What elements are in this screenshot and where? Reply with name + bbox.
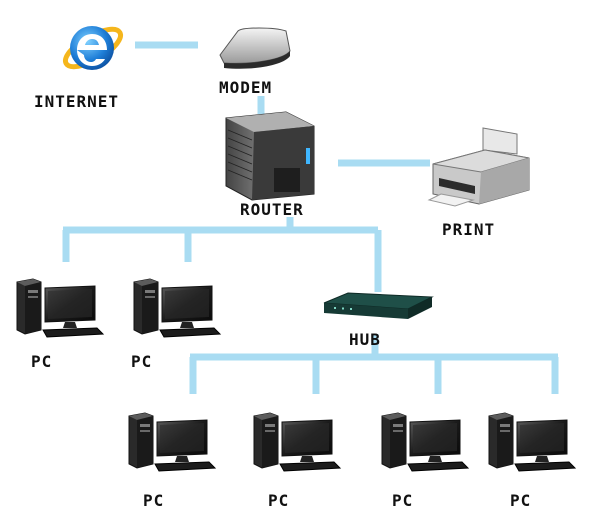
router-icon <box>225 111 315 201</box>
pc-label: PC <box>510 491 532 510</box>
desktop-pc-icon <box>16 278 104 338</box>
pc-label: PC <box>143 491 165 510</box>
router-label: ROUTER <box>240 200 304 219</box>
modem-icon <box>219 27 291 69</box>
desktop-pc-icon <box>253 412 341 472</box>
pc-label: PC <box>392 491 414 510</box>
pc-label: PC <box>268 491 290 510</box>
internet-explorer-icon <box>62 26 124 70</box>
desktop-pc-icon <box>133 278 221 338</box>
desktop-pc-icon <box>128 412 216 472</box>
printer-label: PRINT <box>442 220 496 239</box>
pc-label: PC <box>31 352 53 371</box>
pc-label: PC <box>131 352 153 371</box>
internet-label: INTERNET <box>34 92 120 111</box>
hub-icon <box>323 292 434 319</box>
hub-label: HUB <box>349 330 381 349</box>
desktop-pc-icon <box>381 412 469 472</box>
printer-icon <box>427 127 530 207</box>
desktop-pc-icon <box>488 412 576 472</box>
modem-label: MODEM <box>219 78 273 97</box>
